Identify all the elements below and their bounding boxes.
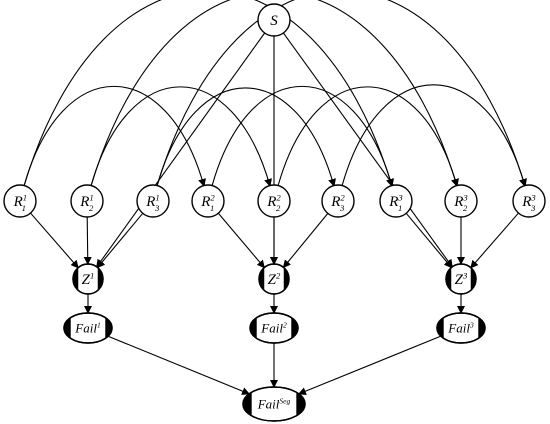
edge-s-to-z1 (96, 32, 266, 268)
label-base: Fail (447, 320, 470, 335)
edge-r23-to-r33 (341, 84, 527, 187)
edge-r23-to-z2 (282, 213, 329, 269)
label-base: S (270, 13, 278, 29)
edge-r13-to-r33 (156, 0, 527, 187)
label-base: R (79, 194, 89, 210)
label-base: R (453, 194, 463, 210)
edge-r12-to-z1 (83, 216, 92, 266)
label-superscript: 2 (210, 192, 215, 202)
edge-r22-to-r32 (277, 86, 459, 187)
label-base: R (388, 194, 398, 210)
label-base: R (330, 194, 340, 210)
edge-r21-to-r31 (211, 85, 394, 187)
label-superscript: 1 (155, 192, 159, 202)
label-subscript: 1 (398, 203, 402, 213)
label-superscript: 2 (283, 320, 287, 329)
fail-node-f1: Fail1 (63, 312, 113, 344)
z-node-z1: Z1 (72, 263, 104, 295)
node-label: Fail1 (74, 320, 100, 335)
label-superscript: Seg (279, 396, 290, 405)
edge-f3-to-fseg (297, 335, 442, 395)
z-node-z2: Z2 (258, 263, 290, 295)
edge-f1-to-fseg (107, 335, 251, 395)
label-base: Z (268, 272, 277, 288)
label-superscript: 2 (340, 192, 345, 202)
label-base: R (200, 194, 210, 210)
label-superscript: 3 (462, 270, 468, 280)
label-superscript: 1 (90, 270, 94, 280)
label-subscript: 2 (463, 203, 468, 213)
label-subscript: 1 (210, 203, 214, 213)
edge-r13-to-z1 (96, 212, 144, 269)
label-superscript: 1 (23, 192, 27, 202)
edges-layer (23, 0, 527, 395)
node-label: Z3 (455, 270, 468, 288)
label-subscript: 3 (530, 203, 536, 213)
edge-r11-to-z1 (30, 212, 79, 269)
label-superscript: 1 (89, 192, 93, 202)
node-label: Fail2 (260, 320, 287, 335)
node-label: FailSeg (257, 396, 291, 411)
node-label: S (270, 13, 278, 29)
label-subscript: 3 (339, 203, 345, 213)
label-base: Fail (260, 320, 283, 335)
source-node-s: S (257, 3, 291, 37)
label-superscript: 3 (397, 192, 403, 202)
label-subscript: 3 (154, 203, 160, 213)
label-base: Fail (257, 396, 280, 411)
node-label: Z2 (268, 270, 281, 288)
node-label: Fail3 (447, 320, 474, 335)
edge-r13-to-r23 (156, 87, 336, 187)
label-superscript: 2 (276, 192, 281, 202)
label-subscript: 1 (22, 203, 26, 213)
fail-node-f3: Fail3 (436, 312, 486, 344)
label-base: Fail (74, 320, 97, 335)
edge-r33-to-z3 (470, 212, 519, 269)
label-superscript: 3 (530, 192, 536, 202)
edge-r21-to-z2 (217, 212, 265, 269)
label-base: R (145, 194, 155, 210)
label-base: Z (82, 272, 91, 288)
label-base: R (266, 194, 276, 210)
edge-r12-to-r32 (90, 0, 459, 187)
label-subscript: 2 (276, 203, 281, 213)
segment-fail-node-fseg: FailSeg (242, 386, 306, 422)
label-base: R (13, 194, 23, 210)
label-base: Z (455, 272, 464, 288)
label-superscript: 1 (97, 320, 101, 329)
label-superscript: 2 (276, 270, 281, 280)
edge-r11-to-r31 (23, 0, 394, 187)
label-base: R (521, 194, 531, 210)
label-subscript: 2 (89, 203, 94, 213)
label-superscript: 3 (469, 320, 474, 329)
fail-node-f2: Fail2 (249, 312, 299, 344)
edge-s-to-z3 (282, 32, 453, 268)
z-node-z3: Z3 (445, 263, 477, 295)
label-superscript: 3 (462, 192, 468, 202)
edge-r12-to-r22 (90, 86, 272, 187)
edge-r31-to-z3 (405, 212, 453, 269)
edge-r11-to-r21 (23, 85, 206, 187)
node-label: Z1 (82, 270, 95, 288)
